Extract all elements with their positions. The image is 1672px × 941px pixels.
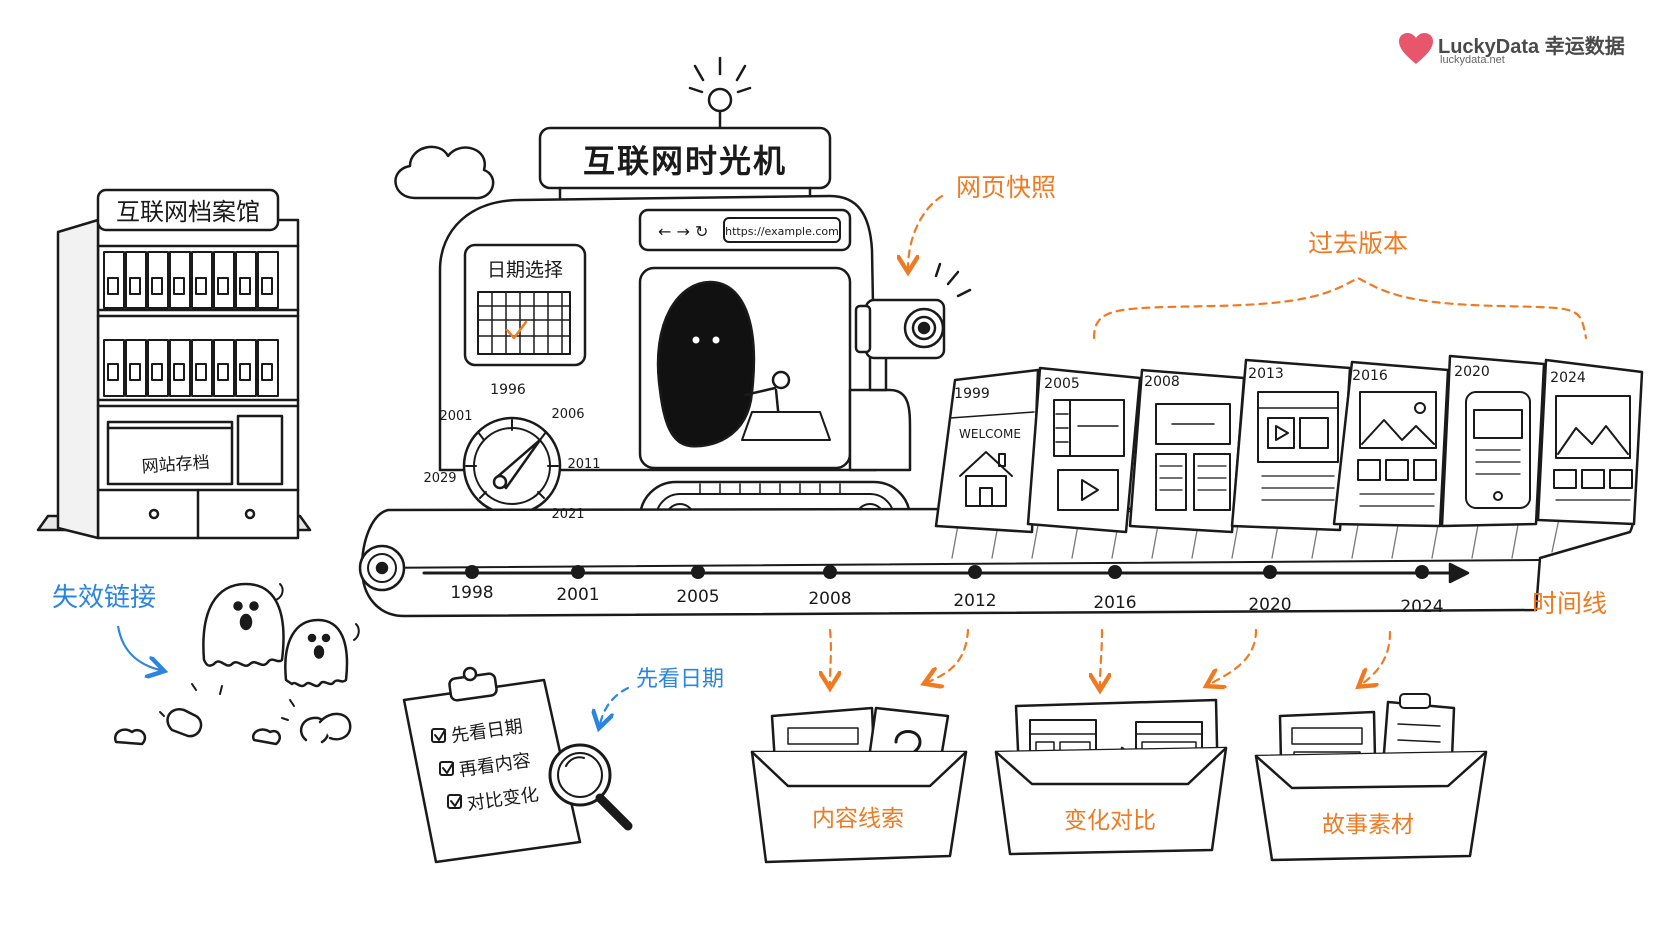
snapshot-page-2016 xyxy=(1332,360,1450,528)
brand-watermark: LuckyData 幸运数据 luckydata.net xyxy=(1398,30,1638,70)
heart-logo-icon xyxy=(1399,33,1433,64)
callout-snapshot: 网页快照 xyxy=(956,173,1056,202)
callout-timeline: 时间线 xyxy=(1532,589,1607,618)
snapshot-page-1999 xyxy=(934,368,1040,534)
snapshot-year: 2008 xyxy=(1144,374,1180,390)
archive-bookshelf xyxy=(36,188,312,540)
snapshot-year: 2024 xyxy=(1550,370,1586,386)
output-box-compare xyxy=(994,698,1228,856)
snapshot-page-2020 xyxy=(1440,354,1546,528)
dial-label: 1996 xyxy=(490,382,526,398)
timeline-year: 2001 xyxy=(556,585,599,605)
snapshot-page-2005 xyxy=(1026,366,1142,534)
date-picker-label: 日期选择 xyxy=(487,259,563,281)
output-box-content xyxy=(750,706,968,864)
timeline-year: 2008 xyxy=(808,589,851,609)
browser-url: https://example.com xyxy=(725,225,839,238)
snapshot-pages xyxy=(934,354,1644,534)
callout-check-date: 先看日期 xyxy=(636,667,724,692)
callout-arrows xyxy=(600,194,1588,724)
dial-label: 2021 xyxy=(551,507,584,522)
timeline-year: 2020 xyxy=(1248,595,1291,615)
box-label-story: 故事素材 xyxy=(1322,812,1414,838)
browser-nav-icons: ← → ↻ xyxy=(658,222,708,241)
callout-past-versions: 过去版本 xyxy=(1308,229,1408,258)
output-box-story xyxy=(1254,693,1488,862)
dial-label: 2011 xyxy=(567,457,600,472)
archive-title: 互联网档案馆 xyxy=(116,198,260,226)
broken-links-arrow xyxy=(116,625,160,670)
snapshot-year: 2016 xyxy=(1352,368,1388,384)
broken-chain-icon xyxy=(166,708,203,738)
snapshot-caption: WELCOME xyxy=(959,427,1021,441)
snapshot-year: 2005 xyxy=(1044,376,1080,392)
timeline-year: 2016 xyxy=(1093,593,1136,613)
callout-broken-links: 失效链接 xyxy=(52,583,156,613)
box-label-content: 内容线索 xyxy=(812,806,904,832)
brand-name: LuckyData 幸运数据 xyxy=(1438,36,1625,58)
box-label-compare: 变化对比 xyxy=(1064,808,1156,834)
snapshot-page-2013 xyxy=(1230,358,1352,532)
timeline-year: 2005 xyxy=(676,587,719,607)
snapshot-year: 2013 xyxy=(1248,366,1284,382)
archive-box-label: 网站存档 xyxy=(141,453,210,478)
dial-label: 2001 xyxy=(439,409,472,424)
antenna-light-icon xyxy=(707,87,733,113)
snapshot-page-2008 xyxy=(1128,368,1246,534)
snapshot-year: 2020 xyxy=(1454,364,1490,380)
broken-links-group xyxy=(113,582,360,746)
machine-sign: 互联网时光机 xyxy=(583,142,787,180)
time-machine xyxy=(394,56,972,556)
timeline-year: 1998 xyxy=(450,583,493,603)
dial-label: 2029 xyxy=(423,471,456,486)
checklist-clipboard xyxy=(402,666,633,864)
snapshot-year: 1999 xyxy=(954,386,990,402)
timeline-year: 2024 xyxy=(1400,597,1443,617)
dial-label: 2006 xyxy=(551,407,584,422)
brand-url: luckydata.net xyxy=(1440,54,1505,66)
driver-figure xyxy=(656,280,756,448)
cloud-icon xyxy=(394,145,495,200)
snapshot-page-2024 xyxy=(1536,358,1644,526)
timeline-year: 2012 xyxy=(953,591,996,611)
